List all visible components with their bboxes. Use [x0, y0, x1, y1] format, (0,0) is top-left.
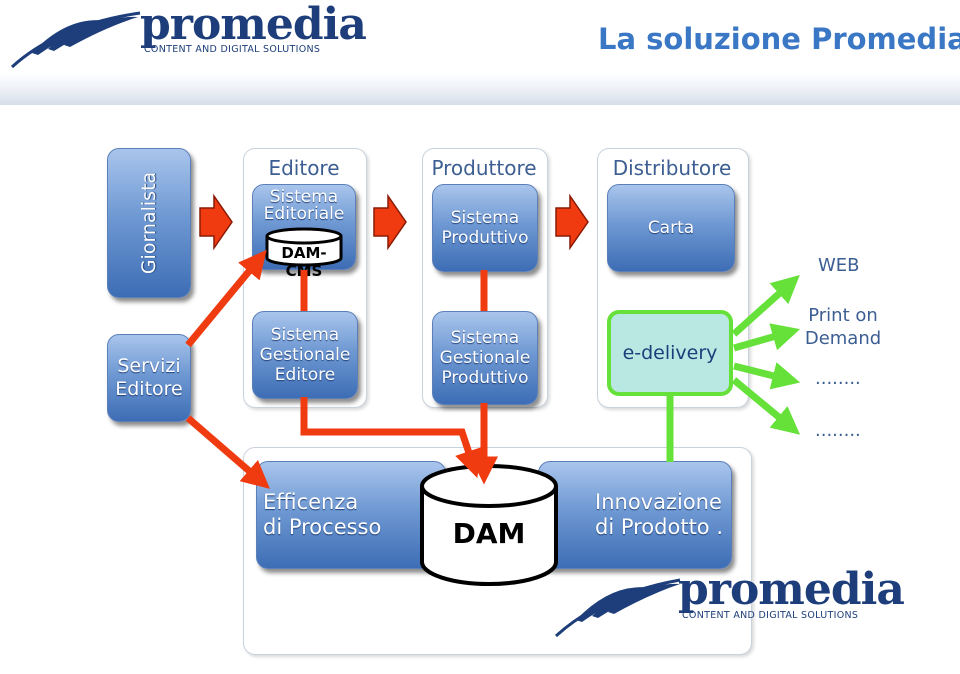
dam-cms-cylinder: DAM-CMS	[264, 226, 344, 280]
efficenza-box: Efficenza di Processo	[256, 461, 446, 569]
flow-arrow-produttore-distributore-icon	[555, 193, 589, 251]
output-dots-2: ........	[815, 420, 861, 441]
dam-cms-label: DAM-CMS	[281, 244, 327, 280]
giornalista-label: Giornalista	[138, 171, 160, 275]
e-delivery-box: e-delivery	[607, 310, 733, 396]
flow-arrow-giornalista-editore-icon	[199, 193, 233, 251]
footer-brand-name: promedia	[678, 564, 905, 615]
sistema-editoriale-label: Sistema Editoriale	[263, 187, 345, 224]
flow-arrow-editore-produttore-icon	[373, 193, 407, 251]
dam-label: DAM	[452, 517, 526, 550]
servizi-editore-box: Servizi Editore	[107, 334, 191, 422]
header-distributore: Distributore	[612, 156, 732, 180]
footer-logo-swoosh-icon	[554, 578, 681, 638]
carta-box: Carta	[607, 184, 735, 272]
header-logo: promedia CONTENT AND DIGITAL SOLUTIONS	[8, 0, 367, 70]
output-dots-1: ........	[815, 368, 861, 389]
header-divider	[0, 73, 960, 105]
header-produttore: Produttore	[431, 156, 537, 180]
sistema-gestionale-produttivo-box: Sistema Gestionale Produttivo	[432, 311, 538, 405]
logo-swoosh-icon	[10, 11, 141, 69]
database-icon	[265, 227, 343, 267]
output-web: WEB	[818, 255, 860, 276]
page-title: La soluzione Promedia	[598, 22, 960, 56]
sistema-produttivo-box: Sistema Produttivo	[432, 184, 538, 272]
giornalista-box: Giornalista	[107, 148, 191, 298]
footer-brand-tagline: CONTENT AND DIGITAL SOLUTIONS	[682, 610, 859, 621]
sistema-gestionale-editore-box: Sistema Gestionale Editore	[252, 311, 358, 399]
dam-cylinder: DAM	[418, 462, 560, 590]
innovazione-box: Innovazione di Prodotto .	[538, 461, 732, 569]
header-editore: Editore	[268, 156, 340, 180]
brand-name: promedia	[140, 0, 367, 50]
output-print-on-demand: Print on Demand	[804, 305, 882, 349]
footer-logo: promedia CONTENT AND DIGITAL SOLUTIONS	[552, 564, 905, 640]
brand-tagline: CONTENT AND DIGITAL SOLUTIONS	[144, 44, 321, 55]
